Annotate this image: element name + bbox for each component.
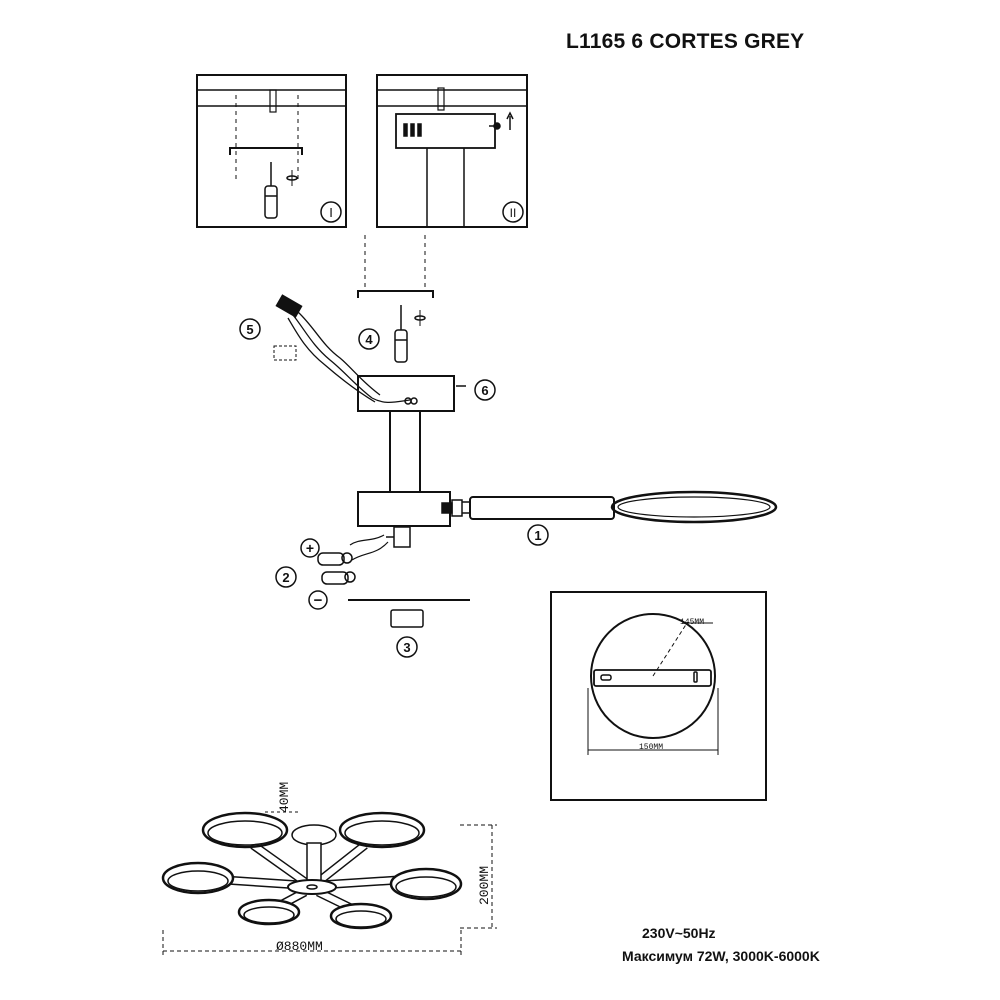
- mounting-bracket: [357, 235, 434, 363]
- step-label-II: II: [510, 206, 517, 220]
- step-number-4: 4: [365, 332, 373, 347]
- step-number-1: 1: [534, 528, 541, 543]
- plate-width-label: 150MM: [639, 743, 663, 752]
- step-number-2: 2: [282, 570, 289, 585]
- step-label-I: I: [329, 205, 333, 220]
- height-dimension: 40MM: [277, 782, 292, 813]
- panel-step-I: [196, 74, 347, 228]
- depth-dimension: 200MM: [477, 866, 492, 905]
- minus-symbol: −: [314, 592, 323, 609]
- canopy-diameter-label: 145MM: [680, 618, 704, 627]
- wire-connector: [239, 294, 381, 403]
- cover-cap: [348, 599, 470, 658]
- canopy-detail-panel: [550, 591, 767, 801]
- lamp-stem: [357, 410, 778, 546]
- voltage-spec: 230V~50Hz: [642, 925, 716, 941]
- step-number-5: 5: [246, 322, 253, 337]
- diameter-dimension: Ø880MM: [276, 939, 323, 954]
- power-spec: Максимум 72W, 3000K-6000K: [622, 948, 820, 964]
- fixture-overview: [161, 811, 497, 955]
- step-number-3: 3: [403, 640, 410, 655]
- terminal-connectors: [275, 526, 411, 610]
- plus-symbol: +: [306, 540, 314, 556]
- step-number-6: 6: [481, 383, 488, 398]
- product-title: L1165 6 CORTES GREY: [566, 30, 805, 53]
- panel-step-II: [376, 74, 528, 228]
